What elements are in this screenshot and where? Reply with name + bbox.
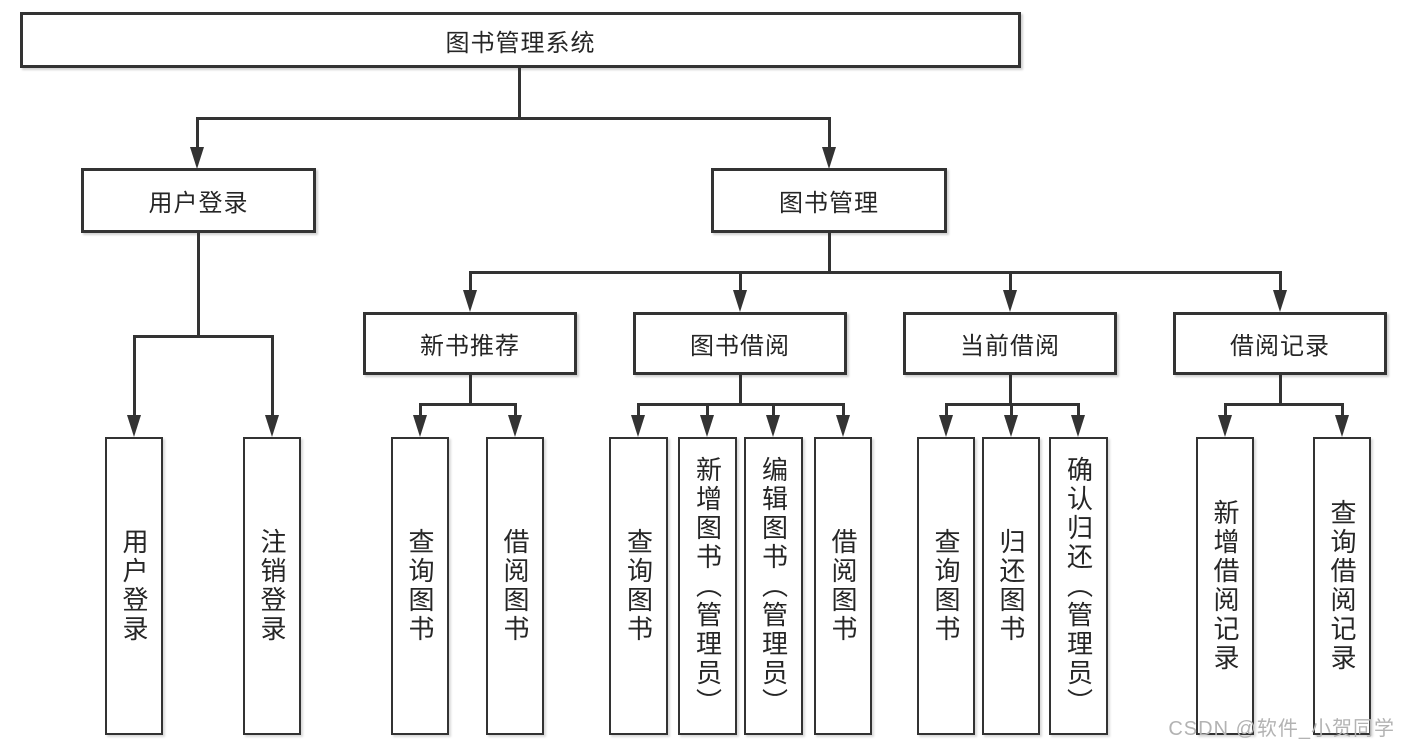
arrow-down-icon — [836, 415, 850, 437]
connector-line — [1010, 403, 1013, 416]
node-root-label: 图书管理系统 — [445, 29, 596, 57]
leaf-query-borrow-record-label: 查询借阅记录 — [1327, 499, 1357, 673]
node-book-borrow: 图书借阅 — [633, 312, 847, 375]
leaf-return-books: 归还图书 — [982, 437, 1040, 735]
arrow-down-icon — [463, 290, 477, 312]
node-new-book-recommend: 新书推荐 — [363, 312, 577, 375]
node-current-borrow-label: 当前借阅 — [960, 333, 1060, 360]
connector-line — [133, 335, 136, 416]
arrow-down-icon — [190, 147, 204, 169]
connector-line — [842, 403, 845, 416]
connector-line — [637, 403, 640, 416]
csdn-watermark: CSDN @软件_小贺同学 — [1168, 718, 1395, 740]
connector-line — [133, 335, 274, 338]
leaf-query-books-current-label: 查询图书 — [931, 528, 961, 644]
leaf-borrow-books-label: 借阅图书 — [828, 528, 858, 644]
connector-line — [739, 375, 742, 406]
arrow-down-icon — [1071, 415, 1085, 437]
connector-line — [1224, 403, 1227, 416]
connector-line — [1009, 375, 1012, 406]
connector-line — [1279, 271, 1282, 291]
arrow-down-icon — [822, 147, 836, 169]
node-book-management-label: 图书管理 — [779, 190, 879, 217]
connector-line — [739, 271, 742, 291]
leaf-query-books-borrow: 查询图书 — [609, 437, 668, 735]
node-current-borrow: 当前借阅 — [903, 312, 1117, 375]
node-user-login: 用户登录 — [81, 168, 316, 233]
node-book-borrow-label: 图书借阅 — [690, 333, 790, 360]
connector-line — [945, 403, 948, 416]
connector-line — [271, 335, 274, 416]
connector-line — [469, 271, 472, 291]
arrow-down-icon — [1004, 415, 1018, 437]
connector-line — [637, 403, 845, 406]
leaf-add-book-admin: 新增图书（管理员） — [678, 437, 737, 735]
arrow-down-icon — [413, 415, 427, 437]
connector-line — [514, 403, 517, 416]
node-borrow-records: 借阅记录 — [1173, 312, 1387, 375]
leaf-return-books-label: 归还图书 — [996, 528, 1026, 644]
connector-line — [196, 117, 831, 120]
connector-line — [469, 375, 472, 406]
leaf-edit-book-admin: 编辑图书（管理员） — [744, 437, 803, 735]
connector-line — [419, 403, 517, 406]
connector-line — [469, 271, 1282, 274]
arrow-down-icon — [508, 415, 522, 437]
node-book-management: 图书管理 — [711, 168, 947, 233]
connector-line — [1077, 403, 1080, 416]
arrow-down-icon — [1003, 290, 1017, 312]
connector-line — [197, 233, 200, 338]
node-user-login-label: 用户登录 — [148, 190, 249, 217]
leaf-query-borrow-record: 查询借阅记录 — [1313, 437, 1371, 735]
leaf-query-books-recommend-label: 查询图书 — [405, 528, 435, 644]
leaf-query-books-borrow-label: 查询图书 — [623, 528, 654, 644]
arrow-down-icon — [127, 415, 141, 437]
leaf-add-borrow-record-label: 新增借阅记录 — [1210, 499, 1240, 673]
connector-line — [706, 403, 709, 416]
arrow-down-icon — [631, 415, 645, 437]
leaf-add-book-admin-label: 新增图书（管理员） — [692, 455, 723, 717]
leaf-add-borrow-record: 新增借阅记录 — [1196, 437, 1254, 735]
arrow-down-icon — [1273, 290, 1287, 312]
arrow-down-icon — [1218, 415, 1232, 437]
node-root: 图书管理系统 — [20, 12, 1021, 68]
leaf-user-login: 用户登录 — [105, 437, 163, 735]
leaf-query-books-current: 查询图书 — [917, 437, 975, 735]
connector-line — [1009, 271, 1012, 291]
connector-line — [1224, 403, 1344, 406]
connector-line — [772, 403, 775, 416]
leaf-logout-label: 注销登录 — [257, 528, 287, 644]
node-new-book-recommend-label: 新书推荐 — [420, 333, 520, 360]
leaf-borrow-books-recommend: 借阅图书 — [486, 437, 544, 735]
arrow-down-icon — [766, 415, 780, 437]
connector-line — [828, 117, 831, 149]
arrow-down-icon — [700, 415, 714, 437]
leaf-logout: 注销登录 — [243, 437, 301, 735]
leaf-borrow-books: 借阅图书 — [814, 437, 872, 735]
leaf-query-books-recommend: 查询图书 — [391, 437, 449, 735]
connector-line — [828, 233, 831, 273]
leaf-confirm-return-admin-label: 确认归还（管理员） — [1063, 455, 1094, 717]
leaf-borrow-books-recommend-label: 借阅图书 — [500, 528, 530, 644]
connector-line — [196, 117, 199, 149]
connector-line — [1279, 375, 1282, 406]
arrow-down-icon — [1335, 415, 1349, 437]
arrow-down-icon — [939, 415, 953, 437]
leaf-confirm-return-admin: 确认归还（管理员） — [1049, 437, 1108, 735]
leaf-user-login-label: 用户登录 — [119, 528, 149, 644]
leaf-edit-book-admin-label: 编辑图书（管理员） — [758, 455, 789, 717]
connector-line — [419, 403, 422, 416]
arrow-down-icon — [733, 290, 747, 312]
node-borrow-records-label: 借阅记录 — [1230, 333, 1330, 360]
connector-line — [518, 68, 521, 120]
arrow-down-icon — [265, 415, 279, 437]
connector-line — [1341, 403, 1344, 416]
